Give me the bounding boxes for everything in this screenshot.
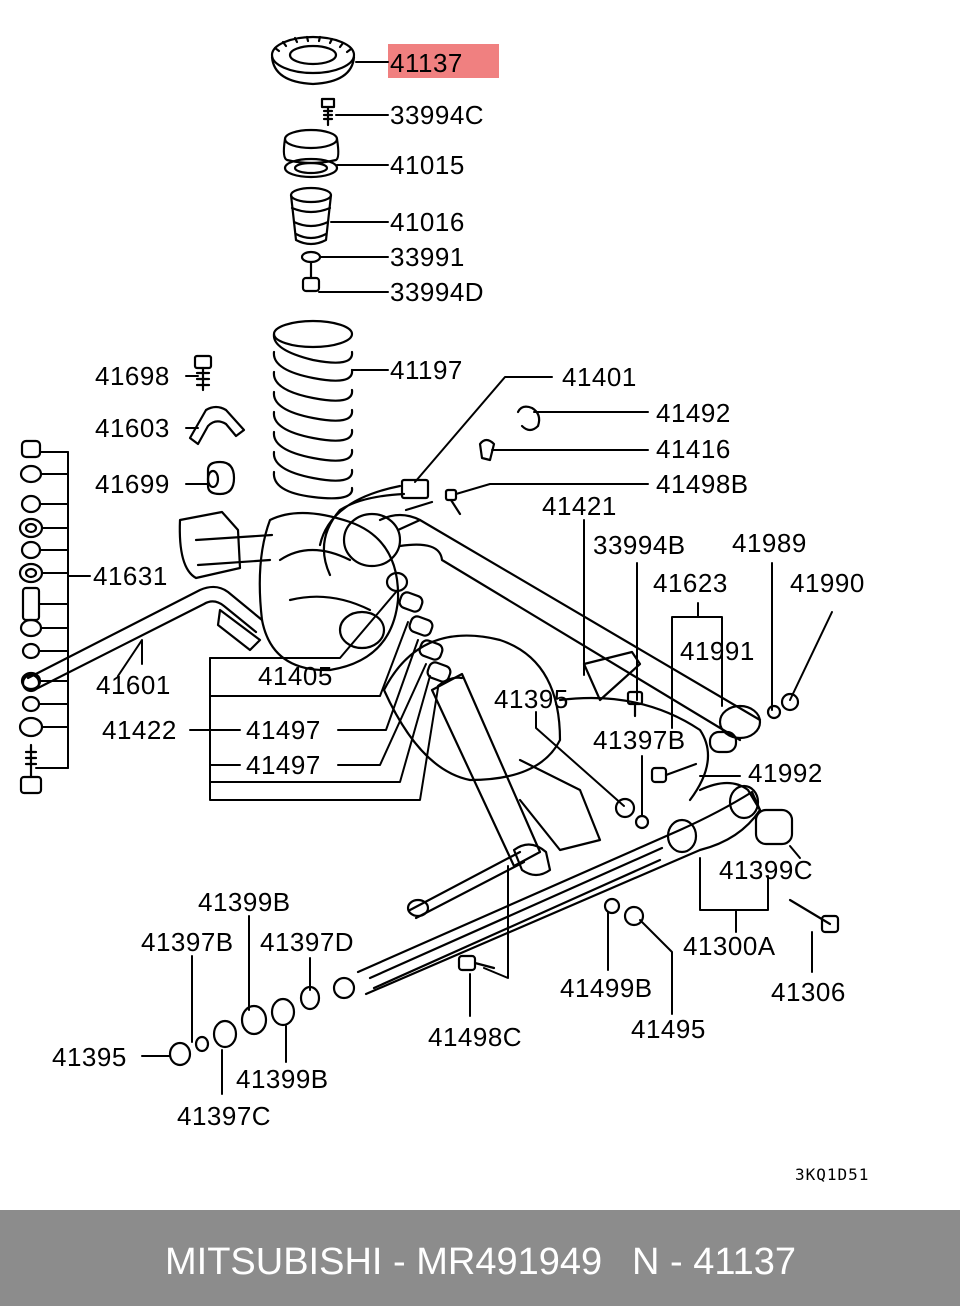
part-label-41395-upper[interactable]: 41395 <box>494 684 569 714</box>
diagram-code: 3KQ1D51 <box>795 1165 870 1184</box>
bolt-drawing-2 <box>301 260 321 293</box>
part-label-41137[interactable]: 41137 <box>390 48 463 78</box>
part-label-41495[interactable]: 41495 <box>631 1014 706 1044</box>
bolt-drawing <box>320 97 336 127</box>
part-label-41016[interactable]: 41016 <box>390 207 465 237</box>
bump-rubber-drawing <box>289 186 333 246</box>
part-label-41497-lower[interactable]: 41497 <box>246 750 321 780</box>
part-label-33994B[interactable]: 33994B <box>593 530 686 560</box>
part-label-41399B-upper[interactable]: 41399B <box>198 887 291 917</box>
coil-spring-drawing <box>272 319 354 500</box>
part-label-33991[interactable]: 33991 <box>390 242 465 272</box>
bump-cup-drawing <box>282 128 340 179</box>
part-label-41300A[interactable]: 41300A <box>683 931 776 961</box>
axle-housing-drawing <box>178 510 710 852</box>
part-label-41601[interactable]: 41601 <box>96 670 171 700</box>
part-label-41422[interactable]: 41422 <box>102 715 177 745</box>
spring-seat-drawing <box>270 35 356 86</box>
part-label-41401[interactable]: 41401 <box>562 362 637 392</box>
part-label-41990[interactable]: 41990 <box>790 568 865 598</box>
part-label-41197[interactable]: 41197 <box>390 355 463 385</box>
stabilizer-bar-drawing <box>21 585 264 693</box>
leader-lines <box>117 61 833 1095</box>
part-label-41498B[interactable]: 41498B <box>656 469 749 499</box>
part-label-33994D[interactable]: 33994D <box>390 277 485 307</box>
part-label-41603[interactable]: 41603 <box>95 413 170 443</box>
part-label-41499B[interactable]: 41499B <box>560 973 653 1003</box>
part-label-41699[interactable]: 41699 <box>95 469 170 499</box>
part-label-41497-upper[interactable]: 41497 <box>246 715 321 745</box>
part-label-41498C[interactable]: 41498C <box>428 1022 523 1052</box>
part-label-41992[interactable]: 41992 <box>748 758 823 788</box>
part-label-41623[interactable]: 41623 <box>653 568 728 598</box>
footer-diagram-number: N - 41137 <box>632 1241 797 1283</box>
part-label-41395-lower[interactable]: 41395 <box>52 1042 127 1072</box>
part-label-41416[interactable]: 41416 <box>656 434 731 464</box>
bushing-drawing <box>206 460 236 496</box>
part-label-41015[interactable]: 41015 <box>390 150 465 180</box>
part-label-41991[interactable]: 41991 <box>680 636 755 666</box>
parts-diagram: 41137 33994C 41015 41016 33991 33994D 41… <box>18 35 870 1184</box>
part-label-41399C[interactable]: 41399C <box>719 855 814 885</box>
lower-arm-drawing <box>332 781 794 1000</box>
shock-absorber-drawing <box>385 571 552 877</box>
leader-lines-41631 <box>35 451 91 769</box>
highlight-selected-part <box>388 44 499 78</box>
part-label-41989[interactable]: 41989 <box>732 528 807 558</box>
part-label-41397D[interactable]: 41397D <box>260 927 355 957</box>
part-label-41698[interactable]: 41698 <box>95 361 170 391</box>
washer-drawing <box>300 250 322 264</box>
part-label-41399B-lower[interactable]: 41399B <box>236 1064 329 1094</box>
part-label-41397B-lower[interactable]: 41397B <box>141 927 234 957</box>
bracket-drawing <box>188 405 246 446</box>
diagram-drawing <box>18 35 840 1095</box>
part-label-41397C[interactable]: 41397C <box>177 1101 272 1131</box>
footer-bar: MITSUBISHI - MR491949 N - 41137 <box>0 1210 960 1306</box>
part-label-41631[interactable]: 41631 <box>93 561 168 591</box>
part-label-41405[interactable]: 41405 <box>258 661 333 691</box>
upper-rod-drawing <box>318 478 762 754</box>
footer-brand-part-number: MITSUBISHI - MR491949 <box>165 1241 603 1283</box>
small-bolt-drawing <box>193 354 213 392</box>
lower-fastener-drawings <box>168 762 840 1067</box>
part-label-33994C[interactable]: 33994C <box>390 100 485 130</box>
part-label-41492[interactable]: 41492 <box>656 398 731 428</box>
part-label-41421[interactable]: 41421 <box>542 491 617 521</box>
stabilizer-link-stack-drawing <box>18 439 44 795</box>
clip-and-bolt-drawings <box>444 405 800 720</box>
part-label-41397B-upper[interactable]: 41397B <box>593 725 686 755</box>
part-label-41306[interactable]: 41306 <box>771 977 846 1007</box>
